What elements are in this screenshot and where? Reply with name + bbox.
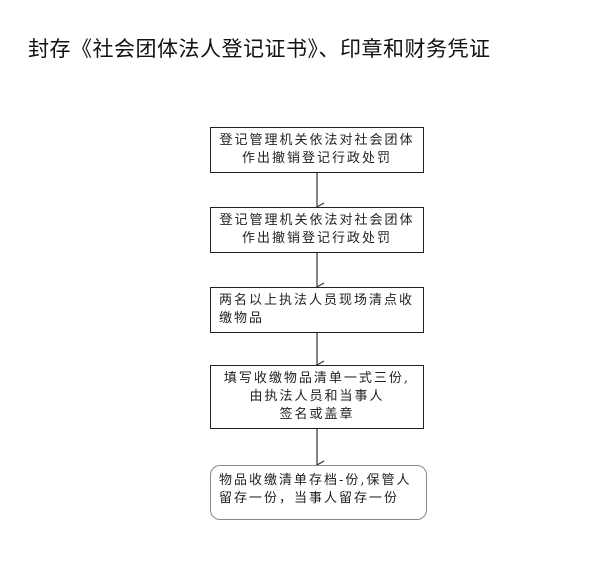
step-text: 作出撤销登记行政处罚 — [241, 231, 392, 246]
page-heading: 封存《社会团体法人登记证书》、印章和财务凭证 — [28, 37, 491, 61]
step-text: 作出撤销登记行政处罚 — [241, 151, 392, 166]
step-text: 物品收缴清单存档-份,保管人 — [219, 473, 412, 488]
step-text: 登记管理机关依法对社会团体 — [219, 133, 415, 148]
flow-step-1: 登记管理机关依法对社会团体 作出撤销登记行政处罚 — [210, 127, 424, 173]
step-text: 由执法人员和当事人 — [249, 389, 385, 404]
flow-step-3: 两名以上执法人员现场清点收 缴物品 — [210, 287, 424, 333]
step-text: 登记管理机关依法对社会团体 — [219, 213, 415, 228]
flow-step-2: 登记管理机关依法对社会团体 作出撤销登记行政处罚 — [210, 207, 424, 253]
step-text: 缴物品 — [219, 311, 265, 326]
flow-step-5: 物品收缴清单存档-份,保管人 留存一份，当事人留存一份 — [210, 465, 427, 520]
step-text: 签名或盖章 — [279, 407, 355, 422]
step-text: 两名以上执法人员现场清点收 — [219, 293, 415, 308]
step-text: 留存一份，当事人留存一份 — [219, 491, 400, 506]
flow-step-4: 填写收缴物品清单一式三份, 由执法人员和当事人 签名或盖章 — [210, 365, 424, 429]
step-text: 填写收缴物品清单一式三份, — [223, 371, 411, 386]
